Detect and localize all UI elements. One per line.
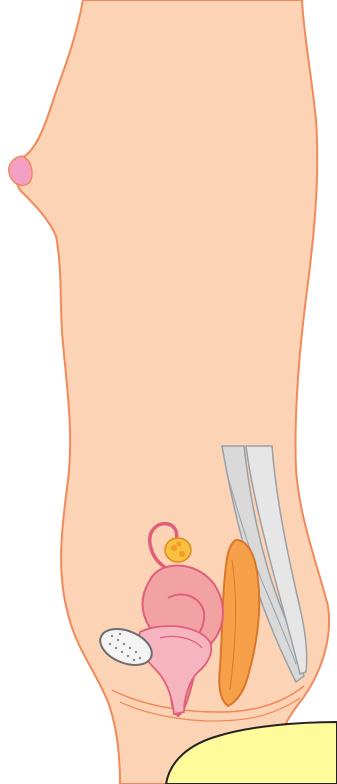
ovary-icon xyxy=(165,538,191,562)
nipple xyxy=(9,156,32,185)
